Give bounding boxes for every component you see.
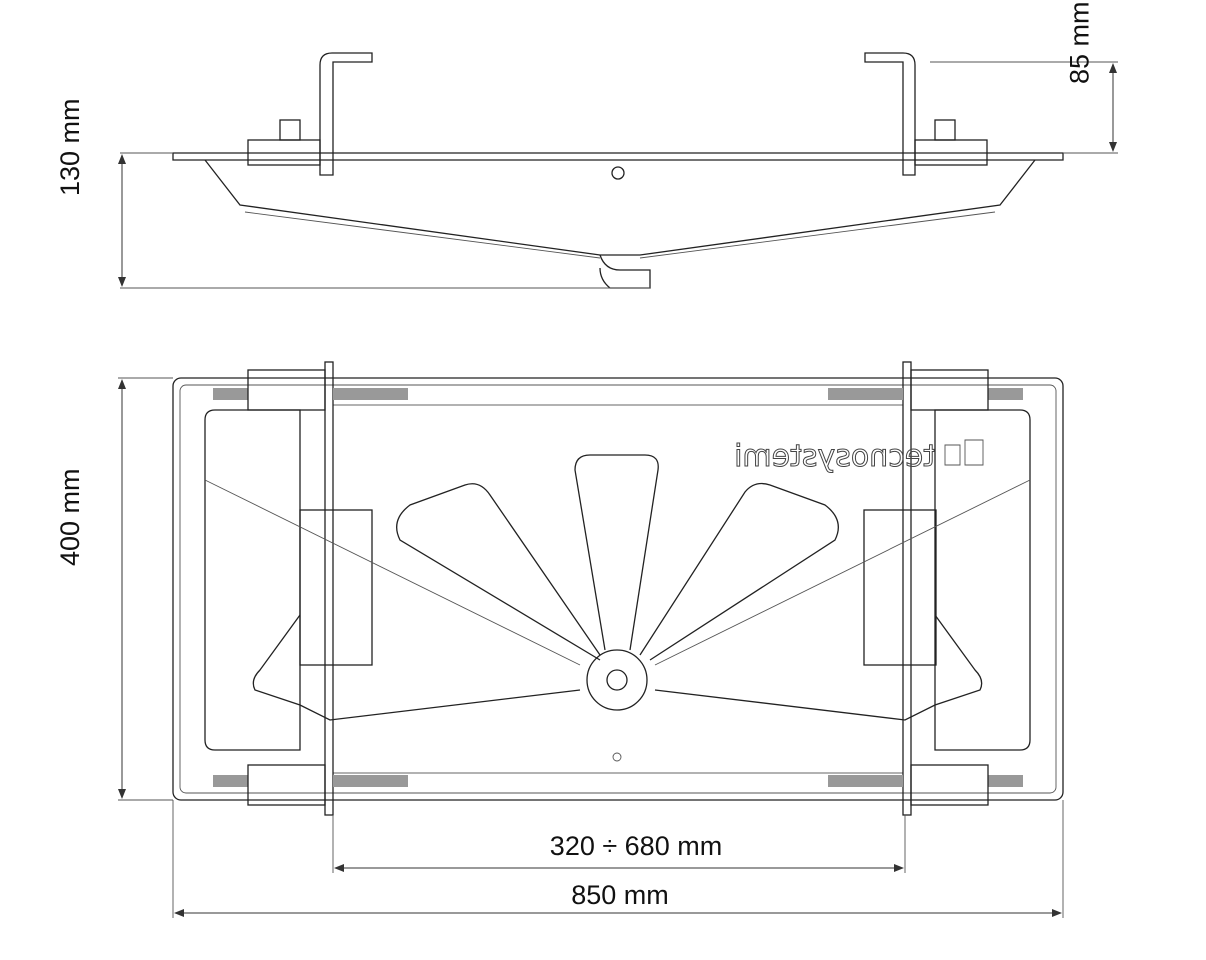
heating-element xyxy=(252,454,983,721)
dimension-lines xyxy=(118,61,1118,918)
dim-850-label: 850 mm xyxy=(571,880,669,910)
dim-400-label: 400 mm xyxy=(55,468,85,566)
dim-130-label: 130 mm xyxy=(55,98,85,196)
svg-text:tecnosystemi: tecnosystemi xyxy=(734,439,935,474)
side-view xyxy=(172,52,1064,289)
dim-320-680-label: 320 ÷ 680 mm xyxy=(550,831,722,861)
top-view: tecnosystemi xyxy=(172,361,1064,816)
logo: tecnosystemi xyxy=(734,439,984,475)
dim-85-label: 85 mm xyxy=(1065,1,1095,84)
